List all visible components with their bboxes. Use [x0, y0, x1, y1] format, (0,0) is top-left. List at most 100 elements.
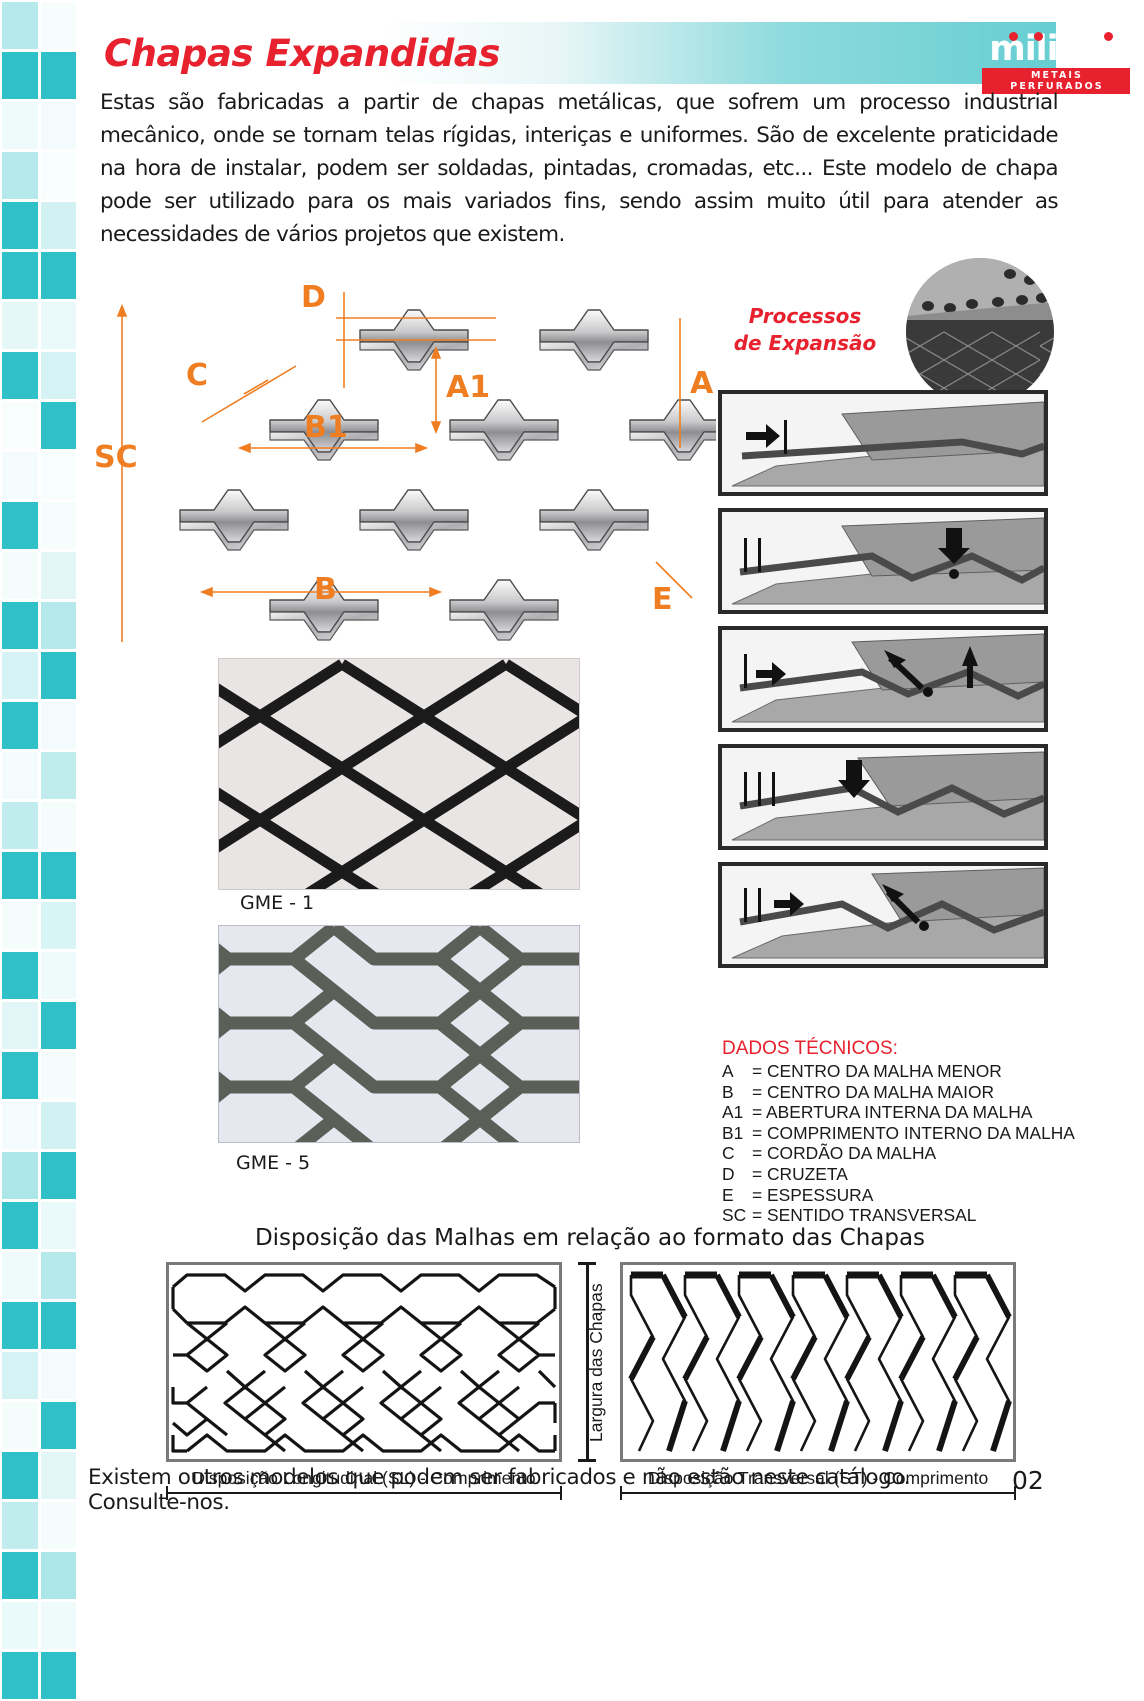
disposicao-transversal-caption: Disposição Transversal (ST) - Compriment…	[647, 1468, 989, 1488]
mosaic-tile	[2, 652, 38, 699]
photo-gme-5-art	[218, 925, 580, 1143]
process-step-art-3	[722, 630, 1044, 728]
mosaic-tile	[40, 1002, 76, 1049]
page-number: 02	[1012, 1466, 1044, 1495]
mosaic-tile	[2, 1452, 38, 1499]
mosaic-tile	[2, 1402, 38, 1449]
dados-row: D= CRUZETA	[722, 1164, 1052, 1185]
mosaic-tile	[2, 452, 38, 499]
mosaic-tile	[2, 702, 38, 749]
dados-row: C= CORDÃO DA MALHA	[722, 1143, 1052, 1164]
decorative-mosaic-sidebar	[0, 0, 78, 1701]
dados-row: A = CENTRO DA MALHA MENOR	[722, 1061, 1052, 1082]
footer-note: Existem outros modelos que podem ser fab…	[88, 1465, 911, 1515]
mosaic-tile	[40, 952, 76, 999]
mosaic-tile	[2, 752, 38, 799]
mosaic-tile	[40, 1552, 76, 1599]
mosaic-tile	[40, 1502, 76, 1549]
dimension-label-b: B	[314, 572, 337, 607]
mosaic-tile	[2, 1602, 38, 1649]
width-brace-line	[586, 1262, 589, 1462]
logo-tagline: METAIS PERFURADOS	[982, 68, 1130, 95]
process-step-art-4	[722, 748, 1044, 846]
length-brace-right-line	[620, 1492, 1016, 1494]
dados-sep: =	[752, 1122, 763, 1143]
logo-dot-t	[1104, 32, 1113, 41]
dados-value: COMPRIMENTO INTERNO DA MALHA	[767, 1122, 1075, 1143]
mosaic-tile	[2, 352, 38, 399]
process-step-art-5	[722, 866, 1044, 964]
mosaic-tile	[41, 452, 77, 499]
logo-wordmark: miliatti	[982, 32, 1130, 67]
mosaic-tile	[2, 2, 38, 49]
process-step-panel-5	[718, 862, 1048, 968]
dados-value: CORDÃO DA MALHA	[767, 1143, 937, 1164]
mosaic-tile	[40, 2, 76, 49]
mosaic-tile	[40, 1452, 76, 1499]
mosaic-tile	[40, 202, 76, 249]
width-brace-bottom	[578, 1459, 596, 1462]
dados-value: ABERTURA INTERNA DA MALHA	[766, 1102, 1033, 1123]
dimension-label-a1: A1	[446, 370, 491, 405]
mosaic-tile	[40, 1402, 76, 1449]
mosaic-tile	[40, 102, 76, 149]
dimension-label-e: E	[652, 582, 673, 617]
dados-value: CRUZETA	[767, 1163, 848, 1184]
mosaic-tile	[40, 702, 76, 749]
dimension-label-d: D	[301, 280, 326, 315]
dados-sep: =	[752, 1143, 763, 1164]
dados-value: SENTIDO TRANSVERSAL	[767, 1205, 977, 1226]
mosaic-tile	[2, 252, 38, 299]
mosaic-tile	[2, 602, 38, 649]
mosaic-tile	[40, 802, 76, 849]
photo-gme-1	[218, 658, 580, 890]
mosaic-tile	[40, 1152, 76, 1199]
disposicao-transversal-art	[623, 1265, 1013, 1459]
dados-value: CENTRO DA MALHA MENOR	[767, 1061, 1002, 1081]
dimension-label-c: C	[186, 358, 209, 393]
mosaic-tile	[2, 202, 38, 249]
dados-sep: =	[752, 1061, 763, 1081]
disposicao-vertical-label: Largura das Chapas	[586, 1283, 606, 1442]
dados-row: B= CENTRO DA MALHA MAIOR	[722, 1082, 1052, 1103]
photo-gme-1-art	[218, 658, 580, 890]
process-step-panel-4	[718, 744, 1048, 850]
dados-row: SC= SENTIDO TRANSVERSAL	[722, 1205, 1052, 1226]
dados-key: A	[722, 1061, 734, 1081]
mosaic-tile	[40, 1052, 76, 1099]
mosaic-tile	[40, 1352, 76, 1399]
dados-sep: =	[752, 1081, 763, 1102]
dados-row: A1= ABERTURA INTERNA DA MALHA	[722, 1102, 1052, 1123]
mosaic-tile	[2, 1002, 38, 1049]
mosaic-tile	[2, 1502, 38, 1549]
dados-row: B1 = COMPRIMENTO INTERNO DA MALHA	[722, 1122, 1075, 1144]
dimension-label-b1: B1	[304, 410, 348, 445]
dimension-label-a: A	[690, 366, 714, 401]
mosaic-tile	[40, 1602, 76, 1649]
dados-sep: =	[752, 1102, 763, 1123]
mosaic-tile	[40, 352, 76, 399]
mosaic-tile	[2, 902, 38, 949]
mosaic-tile	[2, 1152, 38, 1199]
mosaic-tile	[2, 1302, 38, 1349]
dados-sep: =	[752, 1205, 763, 1226]
disposicao-transversal-diagram	[620, 1262, 1016, 1462]
photo-caption-gme-5: GME - 5	[236, 1152, 311, 1174]
dados-key: SC	[722, 1205, 747, 1226]
process-step-art-1	[722, 394, 1044, 492]
dados-key: D	[722, 1163, 735, 1184]
mosaic-tile	[40, 652, 76, 699]
dados-tecnicos-title: DADOS TÉCNICOS:	[722, 1038, 898, 1059]
mosaic-tile	[40, 1202, 76, 1249]
header-gradient-band	[96, 22, 1056, 84]
expanded-mesh-circle-photo	[906, 258, 1054, 406]
dados-key: B1	[722, 1122, 744, 1143]
mosaic-tile	[40, 252, 76, 299]
mosaic-tile	[2, 402, 38, 449]
mosaic-tile	[40, 1302, 76, 1349]
mosaic-tile	[2, 52, 38, 99]
mosaic-tile	[40, 502, 76, 549]
mesh-diagram-svg	[116, 292, 739, 642]
dados-row: E= ESPESSURA	[722, 1185, 1052, 1206]
